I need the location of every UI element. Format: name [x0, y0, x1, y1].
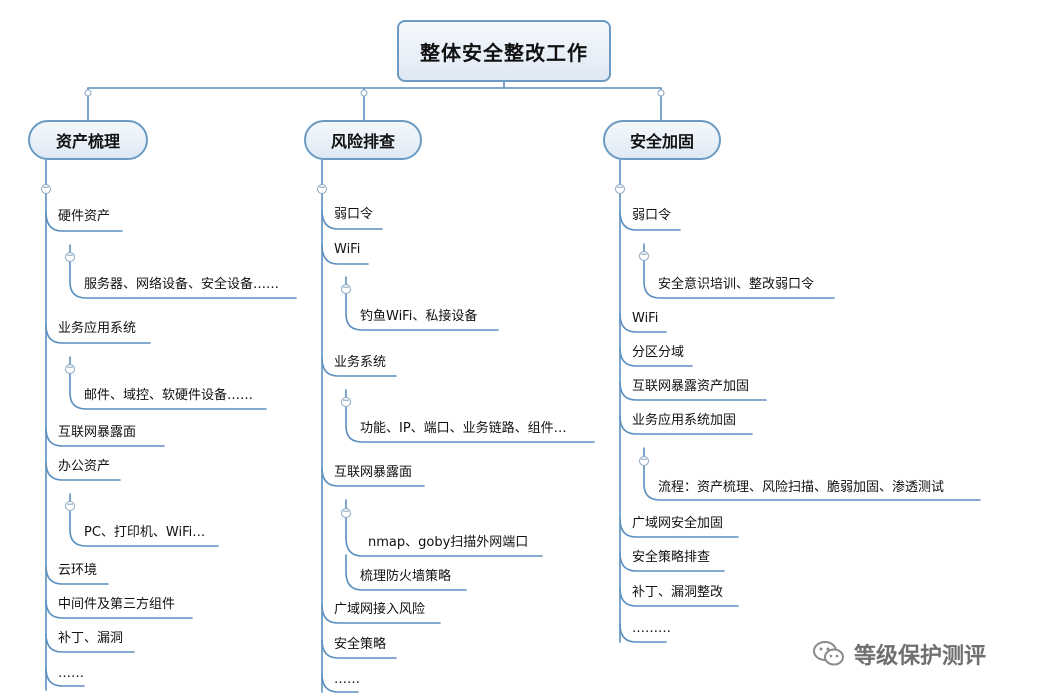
node-weak-password-detail[interactable]: 安全意识培训、整改弱口令: [658, 277, 815, 292]
node-hardware-assets[interactable]: 硬件资产: [58, 209, 111, 224]
collapse-toggle[interactable]: −: [341, 396, 351, 407]
node-business-apps-hardening[interactable]: 业务应用系统加固: [632, 413, 737, 428]
collapse-toggle[interactable]: −: [65, 363, 75, 374]
node-more[interactable]: ……: [334, 672, 360, 687]
node-internet-exposure[interactable]: 互联网暴露面: [58, 425, 137, 440]
watermark-text: 等级保护测评: [854, 644, 987, 669]
branch-title: 资产梳理: [55, 132, 120, 151]
node-patch-fix[interactable]: 补丁、漏洞整改: [632, 585, 724, 600]
node-policy-check[interactable]: 安全策略排查: [632, 550, 711, 565]
node-wifi-detail[interactable]: 钓鱼WiFi、私接设备: [360, 309, 478, 324]
node-cloud-env[interactable]: 云环境: [58, 563, 98, 578]
collapse-toggle[interactable]: −: [341, 283, 351, 294]
node-internet-exposure[interactable]: 互联网暴露面: [334, 465, 413, 480]
collapse-toggle[interactable]: −: [65, 251, 75, 262]
branch-asset-inventory[interactable]: 资产梳理: [28, 120, 148, 160]
node-more[interactable]: ………: [632, 621, 671, 636]
collapse-toggle[interactable]: −: [341, 507, 351, 518]
collapse-toggle[interactable]: −: [317, 183, 327, 194]
node-hardware-detail[interactable]: 服务器、网络设备、安全设备……: [84, 277, 280, 292]
collapse-toggle[interactable]: −: [65, 500, 75, 511]
branch-hardening[interactable]: 安全加固: [603, 120, 721, 160]
collapse-toggle[interactable]: −: [639, 455, 649, 466]
node-business-system-detail[interactable]: 功能、IP、端口、业务链路、组件…: [360, 421, 567, 436]
node-office-assets[interactable]: 办公资产: [58, 459, 111, 474]
node-middleware[interactable]: 中间件及第三方组件: [58, 597, 176, 612]
branch-risk-check[interactable]: 风险排查: [304, 120, 422, 160]
node-business-apps[interactable]: 业务应用系统: [58, 321, 137, 336]
node-weak-password[interactable]: 弱口令: [632, 208, 672, 223]
node-weak-password[interactable]: 弱口令: [334, 207, 374, 222]
collapse-toggle[interactable]: −: [615, 183, 625, 194]
node-more[interactable]: ……: [58, 666, 84, 681]
node-business-apps-detail[interactable]: 邮件、域控、软硬件设备……: [84, 388, 254, 403]
node-wan-hardening[interactable]: 广域网安全加固: [632, 516, 724, 531]
node-wan-risk[interactable]: 广域网接入风险: [334, 602, 426, 617]
node-wifi[interactable]: WiFi: [334, 242, 361, 257]
wechat-icon: [813, 641, 844, 666]
root-title: 整体安全整改工作: [420, 40, 588, 65]
node-process[interactable]: 流程：资产梳理、风险扫描、脆弱加固、渗透测试: [658, 480, 945, 495]
node-office-assets-detail[interactable]: PC、打印机、WiFi…: [84, 525, 206, 540]
collapse-toggle[interactable]: −: [41, 183, 51, 194]
node-business-system[interactable]: 业务系统: [334, 355, 387, 370]
node-patches[interactable]: 补丁、漏洞: [58, 631, 124, 646]
node-wifi[interactable]: WiFi: [632, 311, 659, 326]
node-port-scan[interactable]: nmap、goby扫描外网端口: [368, 535, 529, 550]
watermark: 等级保护测评: [812, 638, 986, 670]
node-security-policy[interactable]: 安全策略: [334, 637, 387, 652]
node-internet-assets-hardening[interactable]: 互联网暴露资产加固: [632, 379, 750, 394]
branch-title: 安全加固: [629, 132, 694, 151]
collapse-toggle[interactable]: −: [639, 250, 649, 261]
node-firewall-policy[interactable]: 梳理防火墙策略: [360, 569, 452, 584]
node-zoning[interactable]: 分区分域: [632, 345, 685, 360]
root-node[interactable]: 整体安全整改工作: [397, 20, 611, 82]
branch-title: 风险排查: [330, 132, 395, 151]
